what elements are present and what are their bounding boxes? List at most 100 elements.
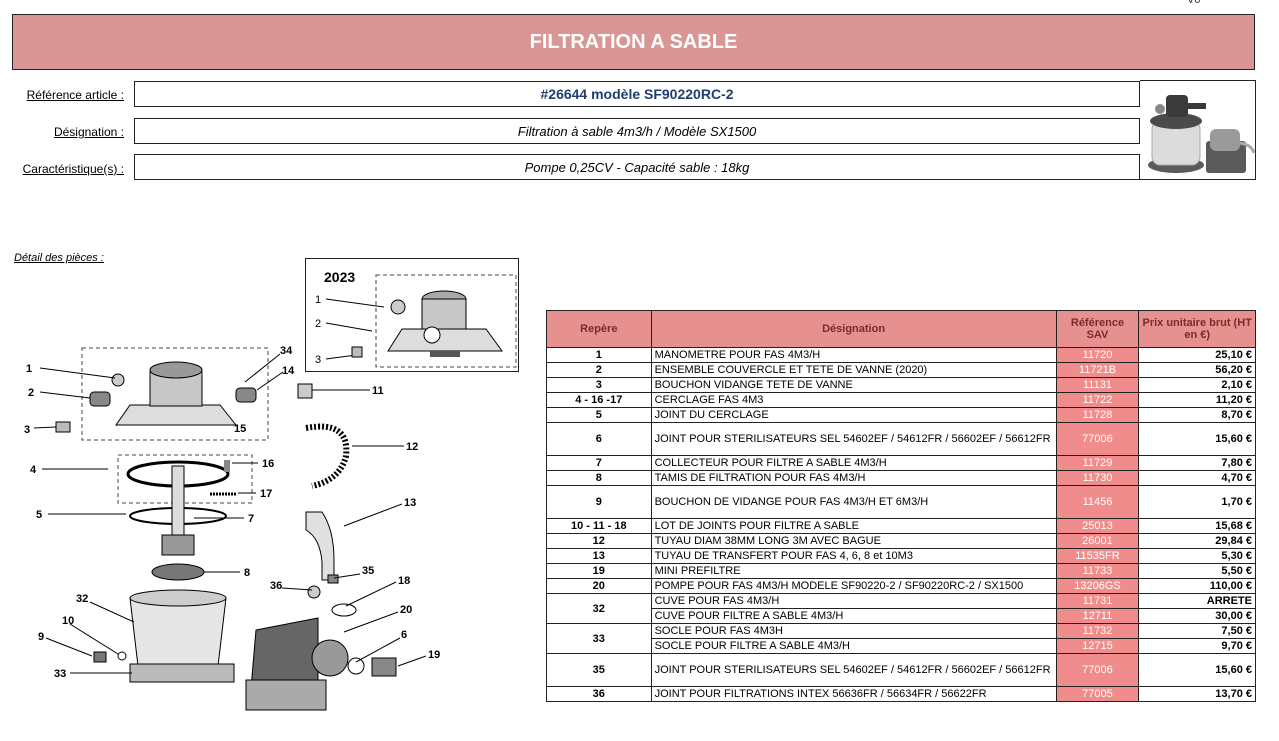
diagram-label-18: 18: [398, 575, 410, 587]
cell-repere: 12: [546, 533, 652, 549]
cell-designation: BOUCHON VIDANGE TETE DE VANNE: [650, 377, 1057, 393]
cell-repere: 9: [546, 485, 652, 519]
cell-repere: 3: [546, 377, 652, 393]
inset-label-2: 2: [315, 318, 321, 330]
title-banner: FILTRATION A SABLE: [12, 14, 1255, 70]
cell-repere: 5: [546, 407, 652, 423]
diagram-label-14: 14: [282, 365, 295, 377]
detail-label: Détail des pièces :: [14, 252, 104, 264]
cell-designation: JOINT POUR STERILISATEURS SEL 54602EF / …: [650, 653, 1057, 687]
diagram-label-36: 36: [270, 580, 282, 592]
diagram-label-32: 32: [76, 593, 88, 605]
diagram-label-19: 19: [428, 649, 440, 661]
cell-ref-sav: 77006: [1055, 653, 1140, 687]
header-ref-sav: Référence SAV: [1055, 310, 1140, 348]
cell-repere: 10 - 11 - 18: [546, 518, 652, 534]
designation-label: Désignation :: [53, 125, 124, 139]
cell-repere: 8: [546, 470, 652, 486]
diagram-label-20: 20: [400, 604, 412, 616]
cell-ref-sav: 11733: [1055, 563, 1140, 579]
diagram-label-13: 13: [404, 497, 416, 509]
cell-repere: 13: [546, 548, 652, 564]
cell-prix: 8,70 €: [1138, 407, 1256, 423]
designation-field: Filtration à sable 4m3/h / Modèle SX1500: [134, 118, 1140, 144]
product-photo: [1140, 80, 1256, 180]
cell-ref-sav: 77006: [1055, 422, 1140, 456]
version-label: V0: [1187, 0, 1201, 6]
cell-prix: 4,70 €: [1138, 470, 1256, 486]
cell-prix: 56,20 €: [1138, 362, 1256, 378]
cell-designation: TUYAU DIAM 38MM LONG 3M AVEC BAGUE: [650, 533, 1057, 549]
cell-ref-sav: 11722: [1055, 392, 1140, 408]
cell-prix: 29,84 €: [1138, 533, 1256, 549]
diagram-label-2: 2: [28, 387, 34, 399]
cell-prix: 5,50 €: [1138, 563, 1256, 579]
cell-prix: 110,00 €: [1138, 578, 1256, 594]
inset-year: 2023: [324, 269, 356, 285]
cell-repere: 36: [546, 686, 652, 702]
diagram-label-4: 4: [30, 464, 37, 476]
cell-repere: 2: [546, 362, 652, 378]
cell-designation: MANOMETRE POUR FAS 4M3/H: [650, 347, 1057, 363]
cell-ref-sav: 11720: [1055, 347, 1140, 363]
diagram-label-10: 10: [62, 615, 74, 627]
cell-prix: 7,50 €: [1138, 623, 1256, 639]
cell-ref-sav: 12711: [1055, 608, 1140, 624]
cell-repere: 32: [546, 593, 652, 624]
cell-prix: 11,20 €: [1138, 392, 1256, 408]
cell-prix: 13,70 €: [1138, 686, 1256, 702]
ref-label: Référence article :: [26, 88, 124, 102]
diagram-label-8: 8: [244, 567, 250, 579]
diagram-label-16: 16: [262, 458, 274, 470]
cell-prix: 7,80 €: [1138, 455, 1256, 471]
cell-designation: COLLECTEUR POUR FILTRE A SABLE 4M3/H: [650, 455, 1057, 471]
cell-ref-sav: 11456: [1055, 485, 1140, 519]
cell-designation: MINI PREFILTRE: [650, 563, 1057, 579]
inset-label-3: 3: [315, 354, 321, 366]
cell-designation: SOCLE POUR FILTRE A SABLE 4M3/H: [650, 638, 1057, 654]
ref-value: #26644 modèle SF90220RC-2: [540, 86, 734, 102]
cell-designation: JOINT POUR FILTRATIONS INTEX 56636FR / 5…: [650, 686, 1057, 702]
table-header-row: Repère Désignation Référence SAV Prix un…: [546, 310, 1256, 348]
cell-ref-sav: 25013: [1055, 518, 1140, 534]
cell-ref-sav: 11535FR: [1055, 548, 1140, 564]
ref-field: #26644 modèle SF90220RC-2: [134, 81, 1140, 107]
diagram-label-12: 12: [406, 441, 418, 453]
cell-ref-sav: 77005: [1055, 686, 1140, 702]
cell-designation: CUVE POUR FAS 4M3/H: [650, 593, 1057, 609]
header-designation: Désignation: [650, 310, 1057, 348]
diagram-label-5: 5: [36, 509, 42, 521]
cell-prix: 25,10 €: [1138, 347, 1256, 363]
diagram-label-3: 3: [24, 424, 30, 436]
cell-ref-sav: 11731: [1055, 593, 1140, 609]
cell-prix: ARRETE: [1138, 593, 1256, 609]
cell-ref-sav: 11729: [1055, 455, 1140, 471]
diagram-label-34: 34: [280, 345, 293, 357]
cell-prix: 1,70 €: [1138, 485, 1256, 519]
cell-prix: 30,00 €: [1138, 608, 1256, 624]
header-prix: Prix unitaire brut (HT en €): [1138, 310, 1256, 348]
exploded-diagram: 1 2 3 34 14 15 11 12 4 16 17 5 7 13 8 35…: [24, 345, 440, 711]
cell-ref-sav: 11728: [1055, 407, 1140, 423]
cell-designation: ENSEMBLE COUVERCLE ET TETE DE VANNE (202…: [650, 362, 1057, 378]
cell-repere: 7: [546, 455, 652, 471]
carac-label: Caractéristique(s) :: [22, 162, 124, 176]
cell-designation: JOINT POUR STERILISATEURS SEL 54602EF / …: [650, 422, 1057, 456]
cell-repere: 6: [546, 422, 652, 456]
carac-field: Pompe 0,25CV - Capacité sable : 18kg: [134, 154, 1140, 180]
page-title: FILTRATION A SABLE: [529, 30, 738, 53]
inset-2023: 2023 1 2 3: [305, 258, 519, 372]
cell-designation: TUYAU DE TRANSFERT POUR FAS 4, 6, 8 et 1…: [650, 548, 1057, 564]
